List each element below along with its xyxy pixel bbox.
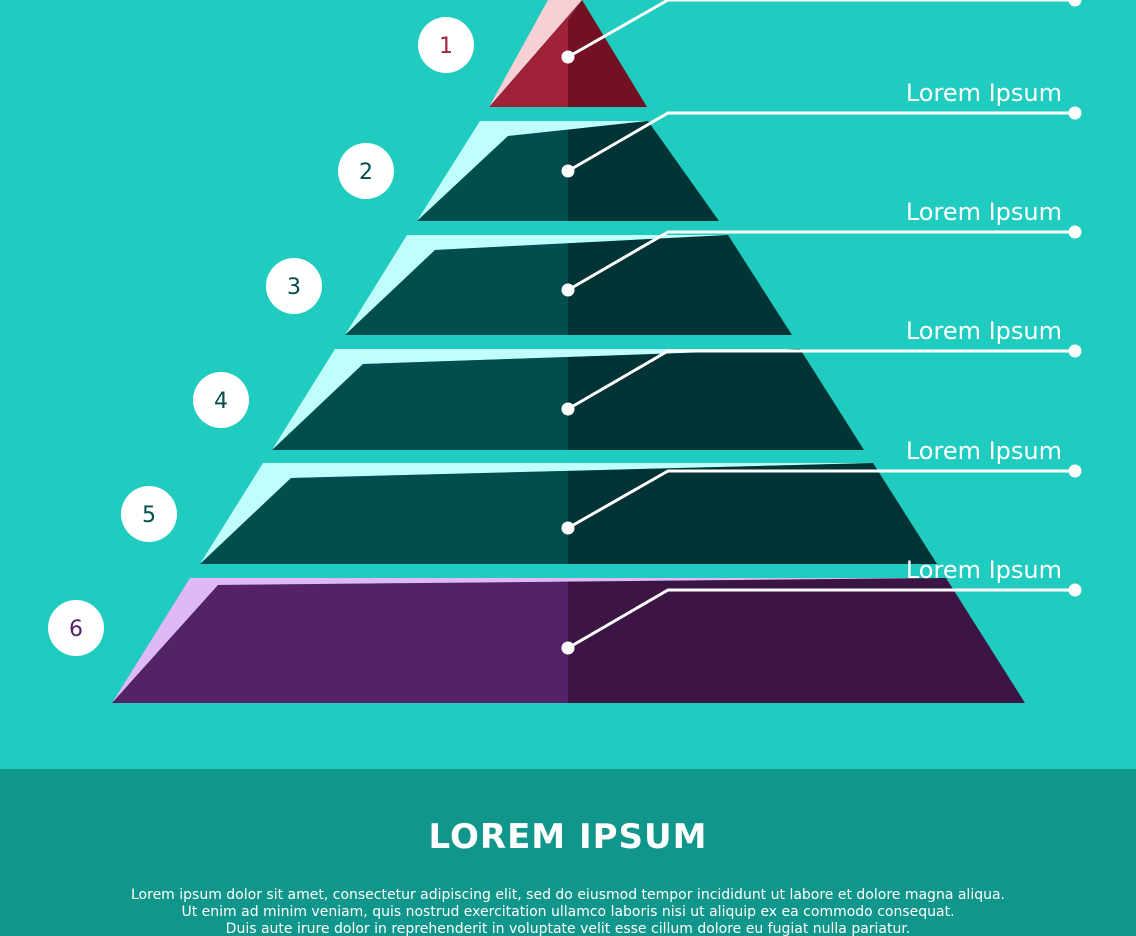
footer-section: LOREM IPSUM Lorem ipsum dolor sit amet, … bbox=[0, 769, 1136, 936]
pyramid-level-6: Lorem Ipsum 6 bbox=[48, 556, 1082, 703]
connector-end-dot bbox=[1068, 583, 1082, 597]
level-right-face bbox=[568, 235, 792, 335]
number-badge-text: 3 bbox=[287, 275, 301, 300]
paragraph-line: Lorem ipsum dolor sit amet, consectetur … bbox=[131, 887, 1005, 903]
connector-end-dot bbox=[1068, 344, 1082, 358]
pyramid-level-5: Lorem Ipsum 5 bbox=[121, 437, 1082, 564]
level-label: Lorem Ipsum bbox=[906, 198, 1062, 226]
connector-dot bbox=[561, 402, 575, 416]
connector-end-dot bbox=[1068, 0, 1082, 7]
level-label: Lorem Ipsum bbox=[906, 437, 1062, 465]
number-badge bbox=[48, 600, 104, 656]
level-label: Lorem Ipsum bbox=[906, 556, 1062, 584]
connector-line bbox=[567, 0, 1075, 59]
level-highlight bbox=[200, 463, 873, 564]
level-highlight bbox=[112, 578, 946, 703]
level-label: Lorem Ipsum bbox=[906, 317, 1062, 345]
level-right-face bbox=[568, 121, 719, 221]
connector-dot bbox=[561, 521, 575, 535]
connector-line bbox=[567, 588, 1075, 650]
level-left-face bbox=[112, 581, 568, 703]
level-left-face bbox=[272, 356, 568, 450]
connector-dot bbox=[561, 283, 575, 297]
pyramid-level-4: Lorem Ipsum 4 bbox=[193, 317, 1082, 450]
connector-end-dot bbox=[1068, 464, 1082, 478]
level-highlight bbox=[417, 121, 648, 221]
level-right-face bbox=[568, 463, 937, 564]
connector-dot bbox=[561, 50, 575, 64]
connector-end-dot bbox=[1068, 106, 1082, 120]
level-left-face bbox=[200, 470, 568, 564]
connector-line bbox=[567, 111, 1075, 173]
paragraph-line: Ut enim ad minim veniam, quis nostrud ex… bbox=[181, 904, 955, 920]
footer-heading: LOREM IPSUM bbox=[428, 817, 708, 857]
level-right-face bbox=[568, 0, 647, 107]
pyramid-level-2: Lorem Ipsum 2 bbox=[338, 79, 1082, 221]
level-label: Lorem Ipsum bbox=[906, 79, 1062, 107]
pyramid-level-3: Lorem Ipsum 3 bbox=[266, 198, 1082, 335]
number-badge-text: 1 bbox=[439, 34, 453, 59]
level-left-face bbox=[489, 0, 582, 107]
connector-end-dot bbox=[1068, 225, 1082, 239]
number-badge bbox=[121, 486, 177, 542]
level-right-face bbox=[568, 349, 864, 450]
pyramid-level-1: 1 bbox=[418, 0, 1082, 107]
connector-line bbox=[567, 349, 1075, 411]
number-badge-text: 6 bbox=[69, 617, 83, 642]
number-badge bbox=[338, 143, 394, 199]
connector-dot bbox=[561, 641, 575, 655]
number-badge-text: 4 bbox=[214, 389, 228, 414]
number-badge bbox=[266, 258, 322, 314]
level-right-face bbox=[568, 578, 1025, 703]
connector-line bbox=[567, 469, 1075, 530]
number-badge bbox=[193, 372, 249, 428]
paragraph-line: Duis aute irure dolor in reprehenderit i… bbox=[225, 921, 911, 936]
connector-dot bbox=[561, 164, 575, 178]
number-badge bbox=[418, 17, 474, 73]
footer-paragraph: Lorem ipsum dolor sit amet, consectetur … bbox=[0, 887, 1136, 936]
level-left-face bbox=[345, 243, 568, 335]
number-badge-text: 5 bbox=[142, 503, 156, 528]
connector-line bbox=[567, 230, 1075, 292]
number-badge-text: 2 bbox=[359, 160, 373, 185]
level-left-face bbox=[417, 129, 568, 221]
